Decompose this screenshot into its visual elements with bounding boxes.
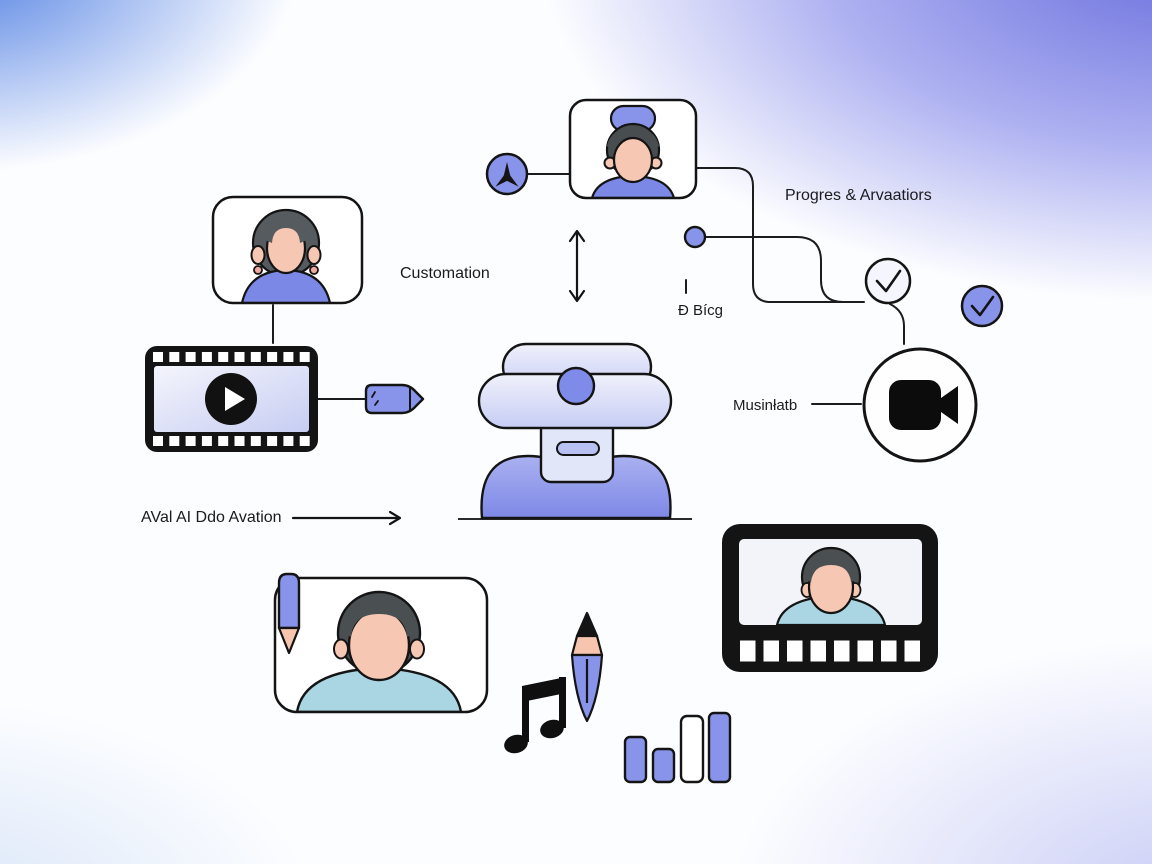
connector-wires <box>272 167 905 405</box>
avatar-man-blue <box>590 104 676 198</box>
label-avatar-creation: AVal AI Ddo Avation <box>141 509 282 526</box>
vertical-double-arrow-icon <box>568 229 586 303</box>
wire-check-to-camera <box>889 303 905 345</box>
avatar-man-teal <box>295 590 463 712</box>
pencil-card <box>273 572 489 714</box>
bar-3 <box>679 714 705 784</box>
check-circle-outline-icon <box>864 257 912 305</box>
vertical-pencil-icon <box>570 611 604 723</box>
film-strip-person <box>722 524 938 672</box>
avatar-woman-blue <box>240 208 332 303</box>
avatar-card-left <box>211 195 364 305</box>
check-circle-filled-icon <box>960 284 1004 328</box>
three-point-star-icon <box>495 162 519 187</box>
lens-circle <box>556 366 596 406</box>
bar-2 <box>651 747 676 784</box>
label-blog: Đ Bícg <box>678 302 723 319</box>
blue-dot-node <box>683 225 707 249</box>
film-strip-play <box>145 346 318 452</box>
wire-card-step-down <box>696 167 865 303</box>
camera-circle <box>862 347 978 463</box>
pencil-icon <box>277 572 301 655</box>
video-camera-icon <box>889 380 958 430</box>
label-progress: Progres & Arvaatiors <box>785 187 932 204</box>
spark-circle-icon <box>485 152 529 196</box>
bar-4 <box>707 711 732 784</box>
ai-generator-figure <box>477 342 673 520</box>
avatar-man-teal-small <box>775 546 887 625</box>
avatar-card-top <box>568 98 698 200</box>
wire-dot-step-down <box>704 236 844 303</box>
label-music: Musinłatb <box>733 397 797 414</box>
marker-pen-icon <box>364 383 425 415</box>
bar-1 <box>623 735 648 784</box>
music-note-icon <box>504 677 566 754</box>
right-arrow-icon <box>291 510 402 526</box>
bar-chart-icon <box>623 711 732 784</box>
label-customization: Customation <box>400 265 490 282</box>
